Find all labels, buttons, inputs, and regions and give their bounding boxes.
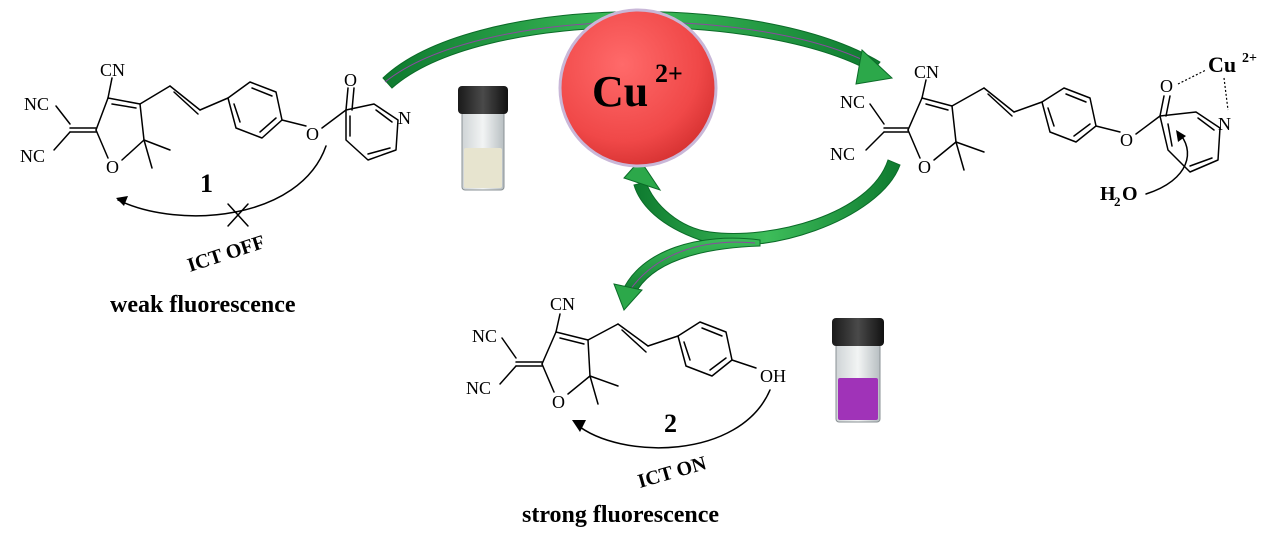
return-arrow: [623, 159, 901, 246]
weak-fluorescence-label: weak fluorescence: [110, 292, 296, 318]
cu-label: Cu: [1208, 52, 1236, 77]
compound-2: NC NC O CN OH 2 ICT ON strong fluorescen…: [466, 294, 786, 528]
nc-label: NC: [466, 378, 491, 398]
cu-charge: 2+: [655, 59, 683, 88]
nc-label: NC: [24, 94, 49, 114]
copper-ion: Cu 2+: [558, 8, 718, 168]
o-atom: O: [306, 124, 319, 144]
cu-charge: 2+: [1242, 51, 1257, 66]
o-atom: O: [344, 70, 357, 90]
compound-1-number: 1: [200, 169, 213, 198]
o-atom: O: [552, 392, 565, 412]
nc-label: NC: [472, 326, 497, 346]
copper-complex: NC NC O CN O O N Cu: [830, 51, 1257, 209]
nc-label: NC: [830, 144, 855, 164]
water-h: H: [1100, 183, 1116, 205]
water-o: O: [1122, 183, 1138, 205]
oh-label: OH: [760, 366, 786, 386]
vial-strong: [832, 318, 884, 423]
ict-on-label: ICT ON: [635, 452, 709, 493]
compound-2-number: 2: [664, 409, 677, 438]
nc-label: NC: [840, 92, 865, 112]
strong-fluorescence-label: strong fluorescence: [522, 502, 719, 528]
o-atom: O: [106, 157, 119, 177]
n-atom: N: [1218, 114, 1231, 134]
o-atom: O: [918, 157, 931, 177]
down-arrow: [613, 237, 761, 311]
cu-label: Cu: [592, 67, 648, 116]
cn-label: CN: [100, 60, 125, 80]
o-atom: O: [1120, 130, 1133, 150]
n-atom: N: [398, 108, 411, 128]
o-atom: O: [1160, 76, 1173, 96]
vial-weak: [458, 86, 508, 191]
compound-1: NC NC O CN O O: [20, 60, 411, 318]
water-sub: 2: [1114, 194, 1121, 209]
nc-label: NC: [20, 146, 45, 166]
cn-label: CN: [550, 294, 575, 314]
ict-off-label: ICT OFF: [185, 231, 268, 277]
cn-label: CN: [914, 62, 939, 82]
